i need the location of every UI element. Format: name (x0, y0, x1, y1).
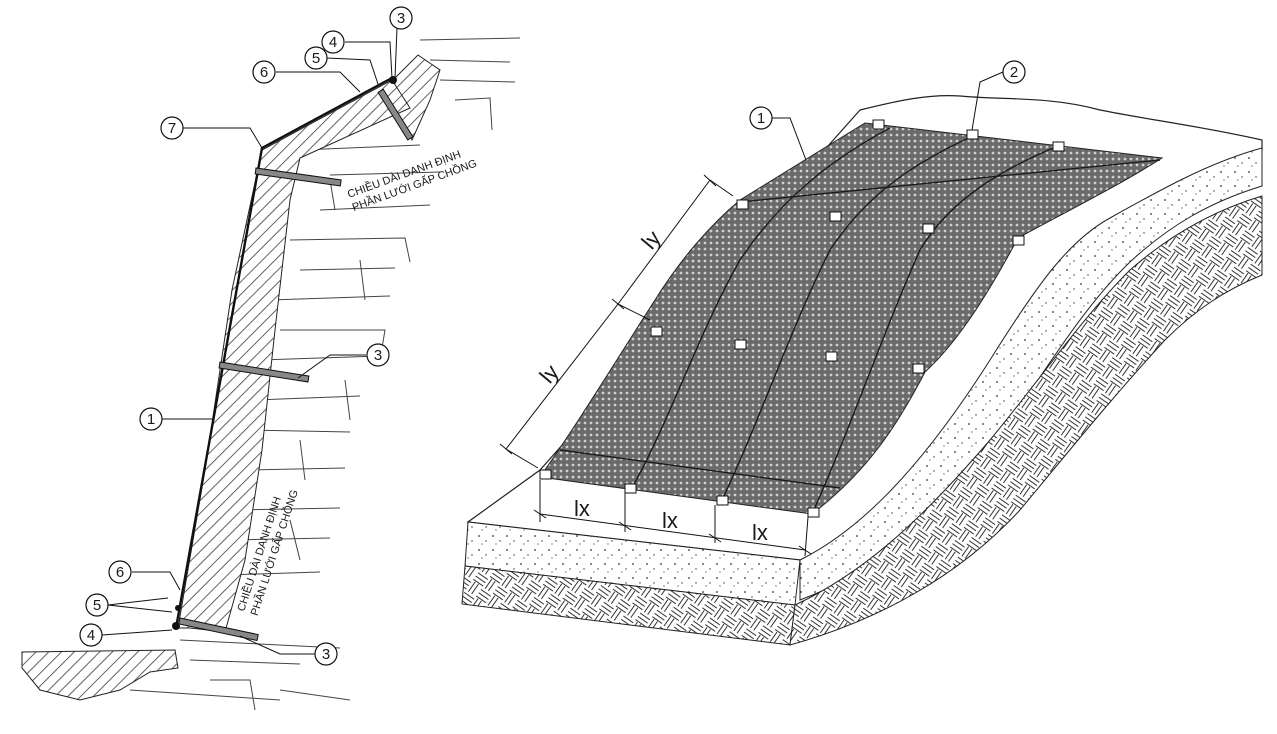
svg-text:6: 6 (260, 64, 268, 81)
leader-lines-right (772, 71, 1004, 161)
anchor-bottom (178, 617, 259, 642)
svg-text:6: 6 (116, 564, 124, 581)
ground-hatch-left (21, 649, 179, 701)
svg-text:3: 3 (397, 10, 405, 27)
svg-text:3: 3 (322, 646, 330, 663)
svg-text:1: 1 (147, 411, 155, 428)
dim-lx-3: lx (752, 520, 768, 545)
callouts-right: 1 2 (749, 60, 1026, 130)
callout-4-top: 4 (321, 30, 345, 54)
rock-outlines (129, 37, 521, 711)
perspective-view: ly ly lx lx lx 1 2 (461, 60, 1263, 646)
dim-lx-2: lx (662, 508, 678, 533)
mesh-panel (539, 122, 1164, 515)
callouts-left: 3 4 5 6 7 3 1 6 5 4 3 (79, 6, 413, 666)
callout-3-bottom: 3 (314, 642, 338, 666)
svg-text:1: 1 (757, 110, 765, 127)
svg-text:7: 7 (168, 120, 176, 137)
callout-1-section: 1 (139, 407, 163, 431)
callout-7: 7 (160, 116, 184, 140)
svg-text:5: 5 (93, 597, 101, 614)
mesh-seams (559, 127, 1161, 515)
svg-text:4: 4 (329, 34, 337, 51)
rock-face-side (789, 195, 1263, 646)
svg-text:4: 4 (87, 627, 95, 644)
callout-5-bottom: 5 (85, 593, 109, 617)
callout-3-top: 3 (389, 6, 413, 30)
anchor-top (377, 88, 414, 141)
callout-6-top: 6 (252, 60, 276, 84)
svg-text:5: 5 (312, 50, 320, 67)
dim-ly-upper: ly (636, 226, 665, 254)
anchor-upper (254, 167, 342, 187)
anchor-middle (218, 361, 310, 383)
note-top: CHIỀU DÀI DANH ĐỊNH PHẦN LƯỚI GẤP CHỒNG (346, 148, 479, 214)
anchor-plate-bottom (172, 622, 180, 630)
cable-end-bottom (175, 605, 181, 611)
svg-text:2: 2 (1010, 64, 1018, 81)
anchors (172, 76, 414, 642)
dimension-lines (499, 174, 812, 557)
callout-6-bottom: 6 (108, 560, 132, 584)
mesh-bolts (539, 119, 1065, 518)
callout-2-perspective: 2 (1002, 60, 1026, 84)
callout-4-bottom: 4 (79, 623, 103, 647)
callout-3-middle: 3 (366, 343, 390, 367)
dim-lx-1: lx (574, 496, 590, 521)
section-view: CHIỀU DÀI DANH ĐỊNH PHẦN LƯỚI GẤP CHỒNG … (21, 6, 521, 711)
svg-text:3: 3 (374, 347, 382, 364)
callout-1-perspective: 1 (749, 106, 773, 130)
leader-lines-left (101, 27, 398, 655)
callout-5-top: 5 (304, 46, 328, 70)
dim-ly-lower: ly (534, 360, 563, 388)
anchor-plate-top (389, 76, 397, 84)
